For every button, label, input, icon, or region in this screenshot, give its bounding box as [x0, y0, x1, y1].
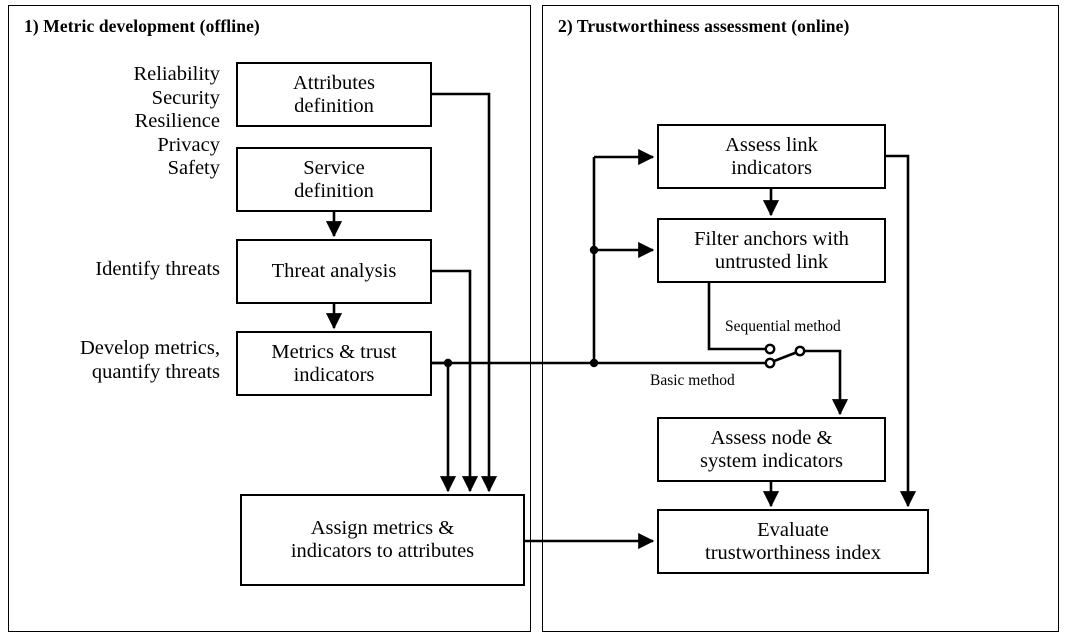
develop-metrics-line2: quantify threats: [91, 360, 220, 383]
node-filter-anchors[interactable]: Filter anchors with untrusted link: [657, 218, 886, 283]
filter-anchors-line1: Filter anchors with: [694, 227, 849, 250]
attribute-reliability: Reliability: [133, 63, 220, 85]
sidelabel-attributes-list: Reliability Security Resilience Privacy …: [20, 63, 220, 181]
service-definition-line1: Service: [303, 156, 365, 179]
node-assign-metrics[interactable]: Assign metrics & indicators to attribute…: [240, 494, 525, 586]
assess-node-line1: Assess node &: [710, 426, 833, 449]
node-attributes-definition[interactable]: Attributes definition: [236, 62, 432, 127]
panel-online-title: 2) Trustworthiness assessment (online): [558, 16, 850, 36]
attribute-safety: Safety: [167, 157, 220, 180]
sidelabel-develop-metrics: Develop metrics, quantify threats: [20, 337, 220, 384]
node-threat-analysis[interactable]: Threat analysis: [236, 239, 432, 304]
metrics-trust-line1: Metrics & trust: [271, 340, 397, 363]
attribute-security: Security: [151, 86, 220, 109]
attributes-definition-line2: definition: [294, 94, 374, 117]
service-definition-line2: definition: [294, 179, 374, 202]
node-evaluate-index[interactable]: Evaluate trustworthiness index: [657, 509, 929, 574]
assess-link-line1: Assess link: [725, 133, 818, 156]
attributes-definition-line1: Attributes: [293, 71, 375, 94]
attribute-resilience: Resilience: [134, 110, 220, 133]
assess-node-line2: system indicators: [700, 449, 843, 472]
assess-link-line2: indicators: [731, 156, 812, 179]
sidelabel-identify-threats: Identify threats: [20, 258, 220, 282]
assign-metrics-line2: indicators to attributes: [290, 540, 475, 562]
node-metrics-trust-indicators[interactable]: Metrics & trust indicators: [236, 331, 432, 396]
develop-metrics-line1: Develop metrics,: [79, 337, 220, 359]
filter-anchors-line2: untrusted link: [714, 250, 829, 273]
identify-threats-text: Identify threats: [95, 258, 220, 280]
evaluate-index-line1: Evaluate: [757, 518, 829, 541]
threat-analysis-line1: Threat analysis: [271, 260, 397, 283]
metrics-trust-line2: indicators: [293, 363, 375, 386]
node-assess-link-indicators[interactable]: Assess link indicators: [657, 124, 886, 189]
label-sequential-method: Sequential method: [725, 318, 841, 335]
assign-metrics-line1: Assign metrics &: [310, 517, 455, 540]
panel-online: [542, 5, 1059, 632]
evaluate-index-line2: trustworthiness index: [705, 541, 881, 564]
switch-terminals: [764, 343, 806, 369]
attribute-privacy: Privacy: [157, 133, 220, 156]
label-basic-method: Basic method: [650, 372, 735, 389]
node-assess-node-system[interactable]: Assess node & system indicators: [657, 417, 886, 482]
panel-offline: [8, 5, 531, 632]
node-service-definition[interactable]: Service definition: [236, 147, 432, 212]
panel-offline-title: 1) Metric development (offline): [24, 16, 260, 36]
junction-dots: [443, 245, 599, 368]
